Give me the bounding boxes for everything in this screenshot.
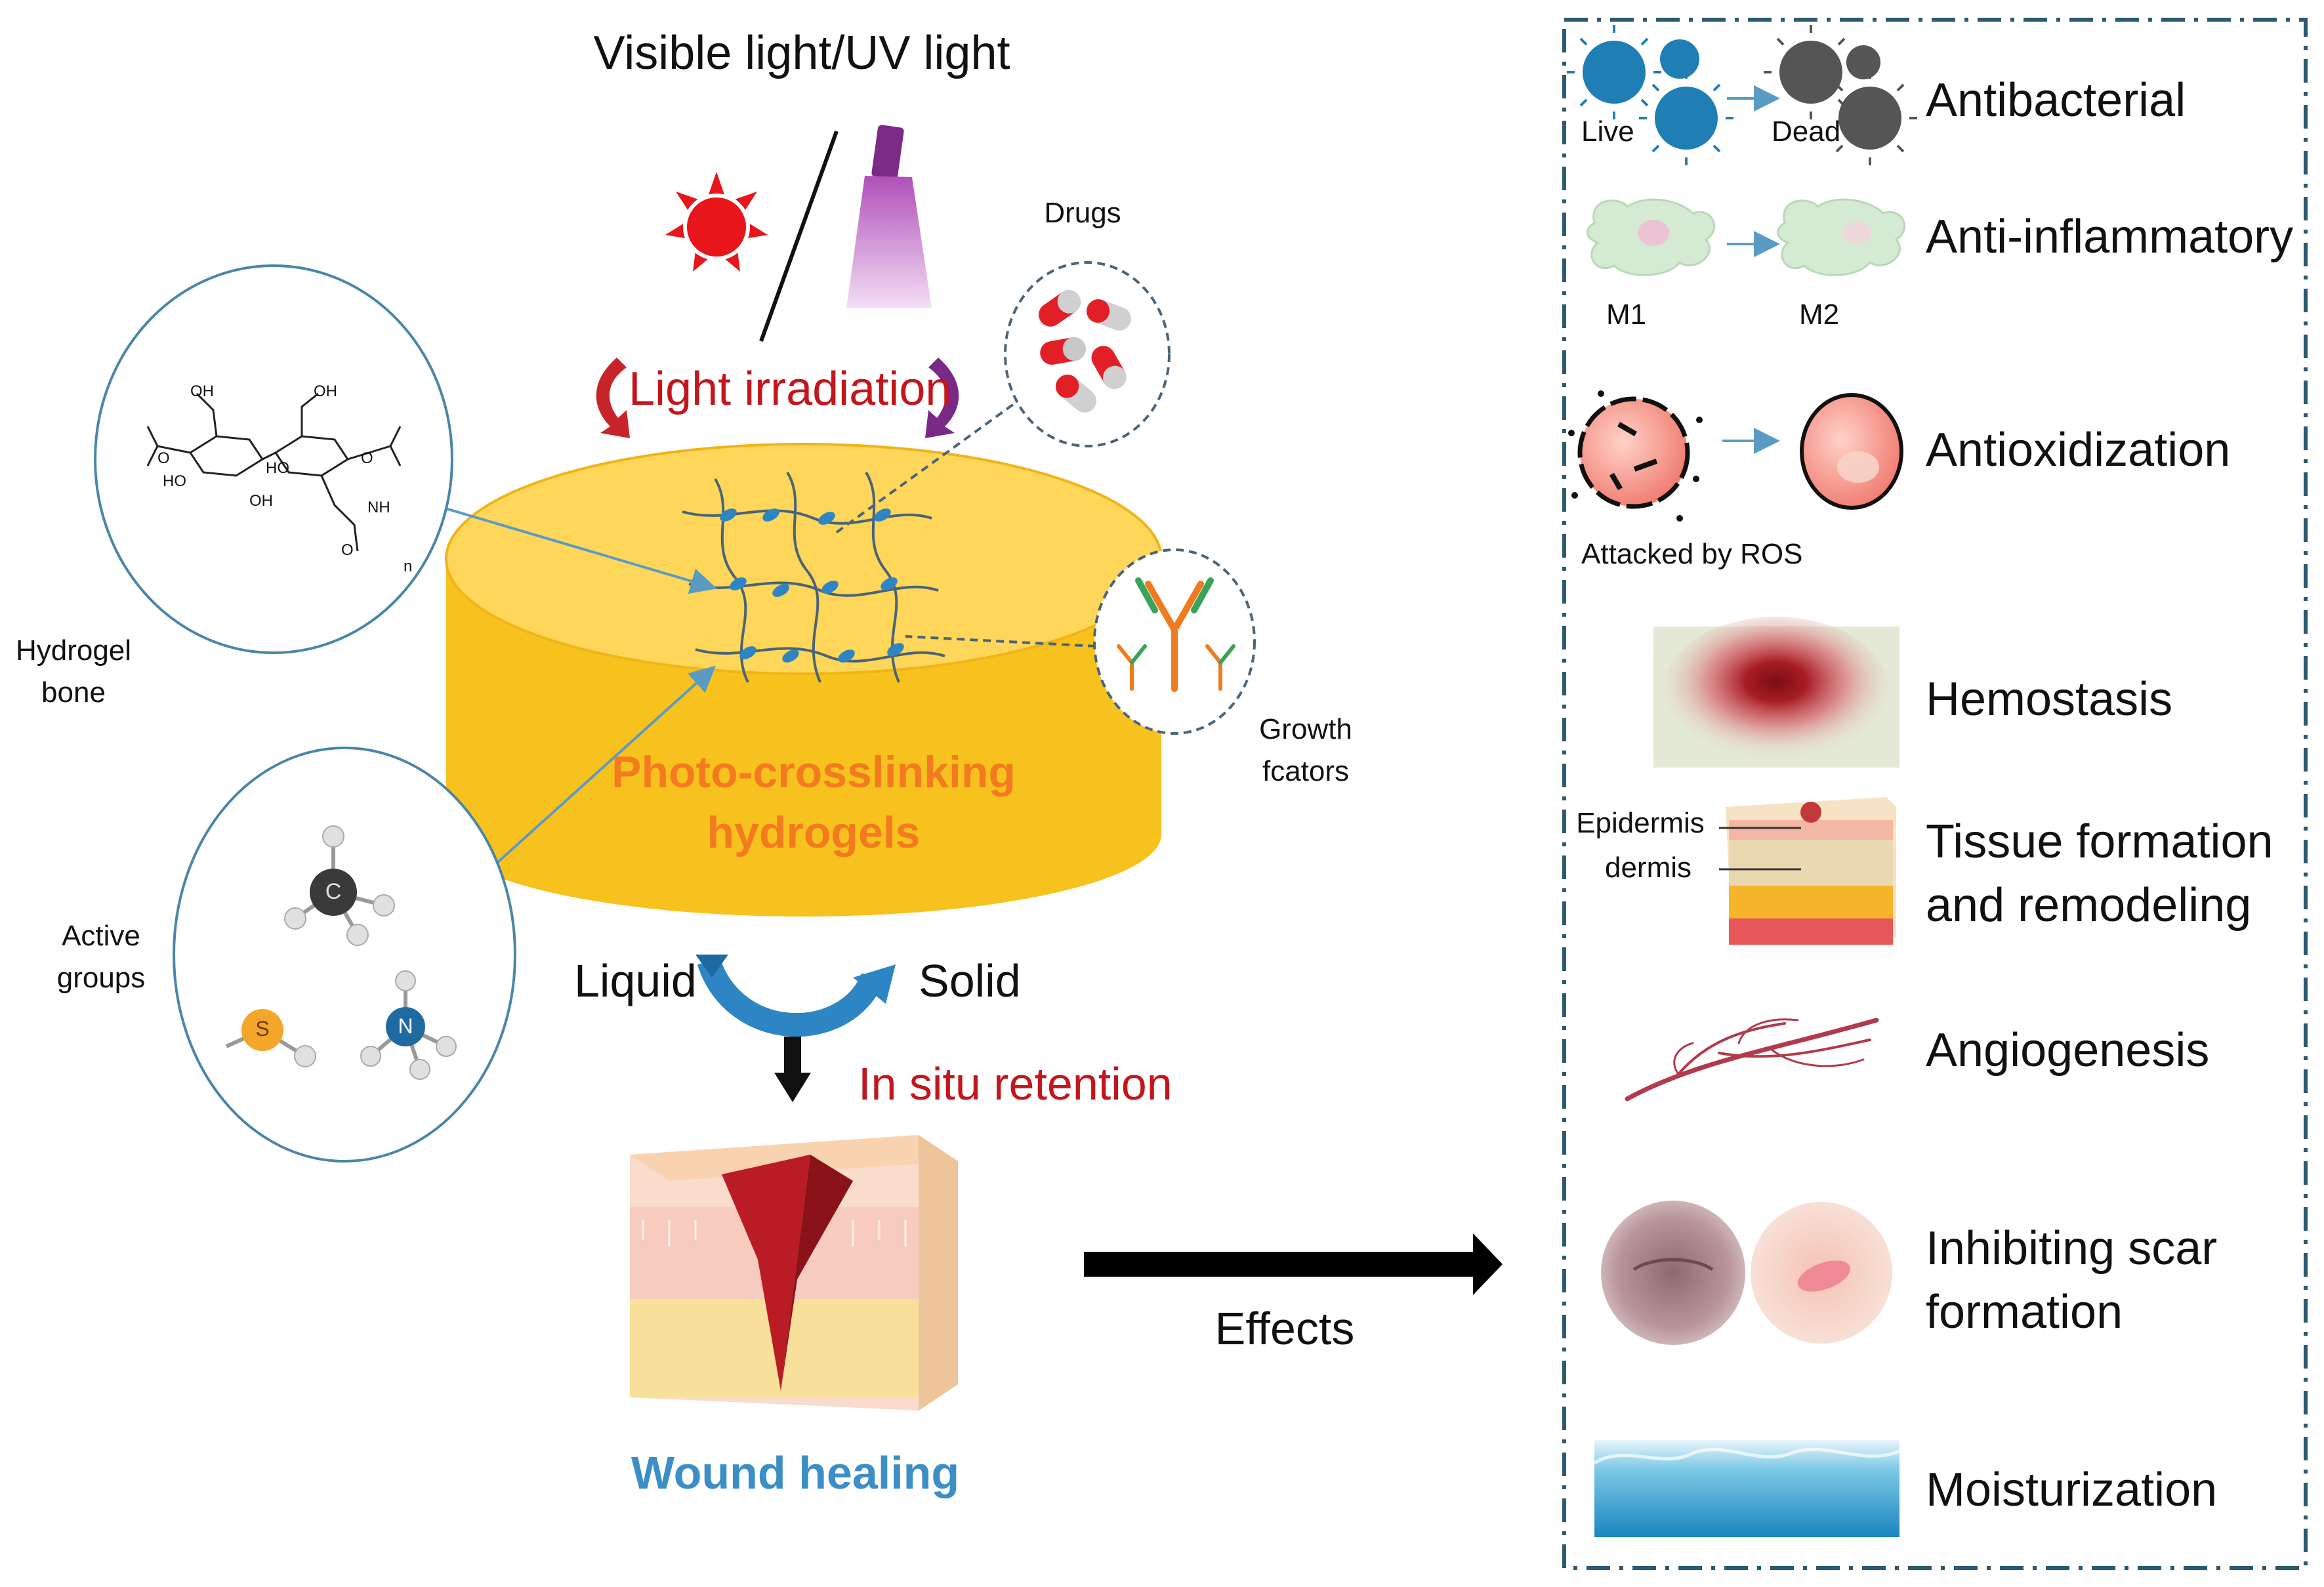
chem-label-o-2: O [361, 449, 373, 467]
inhibiting-scar-label: Inhibiting scar formation [1926, 1222, 2218, 1339]
irradiation-arrow-right [925, 358, 959, 438]
atom-carbon: C [325, 879, 342, 904]
chem-label-oh-1: OH [190, 382, 214, 400]
slash-divider [759, 130, 839, 342]
hyaluronic-acid-structure [146, 392, 402, 552]
down-arrow [774, 1037, 811, 1102]
bacteria-live-icon [1567, 25, 1733, 165]
m2-label: M2 [1799, 299, 1840, 331]
dead-label: Dead [1772, 115, 1841, 148]
crosslink-nodes [720, 508, 904, 663]
capsule-icons [1039, 290, 1131, 413]
methyl-molecule [284, 825, 395, 946]
active-groups-circle [173, 747, 516, 1163]
drugs-label: Drugs [1044, 197, 1121, 229]
uv-torch-icon [846, 125, 932, 308]
chem-label-o-3: O [341, 541, 354, 559]
irradiation-arrow-left [596, 358, 630, 438]
liquid-label: Liquid [574, 955, 697, 1006]
ros-damaged-cell-icon [1568, 390, 1703, 522]
growth-connector [905, 635, 1096, 648]
macrophage-m2-icon [1776, 198, 1905, 276]
chem-label-nh: NH [367, 499, 390, 516]
moisturization-label: Moisturization [1926, 1464, 2218, 1516]
phase-transition-arrow [695, 955, 896, 1037]
hemostasis-label: Hemostasis [1926, 673, 2173, 726]
water-image [1593, 1440, 1900, 1537]
antibody-icon [1117, 577, 1235, 692]
healthy-cell-icon [1800, 393, 1903, 510]
blood-vessels-image [1625, 1018, 1879, 1102]
hydrogel-disk [445, 443, 1163, 917]
solid-label: Solid [919, 955, 1021, 1006]
active-groups-label: Active groups [56, 920, 146, 994]
amine-molecule [360, 970, 457, 1080]
scar-skin-dark-image [1601, 1201, 1745, 1345]
bone-connector [434, 504, 717, 594]
growth-factors-label: Growth fcators [1259, 713, 1352, 787]
tissue-formation-label: Tissue formation and remodeling [1926, 815, 2273, 932]
live-label: Live [1581, 115, 1634, 148]
groups-connector [478, 665, 716, 880]
hydrogel-bone-circle [94, 264, 453, 654]
chem-label-oh-3: OH [249, 492, 273, 510]
chem-label-ho-2: HO [266, 459, 289, 477]
m1-label: M1 [1606, 299, 1647, 331]
skin-layers-image [1719, 797, 1896, 945]
epidermis-label: Epidermis [1576, 807, 1705, 839]
effects-label: Effects [1214, 1303, 1355, 1354]
light-irradiation-label: Light irradiation [629, 363, 952, 415]
dermis-label: dermis [1604, 852, 1692, 884]
chem-label-oh-2: OH [314, 382, 337, 400]
in-situ-label: In situ retention [858, 1058, 1172, 1109]
thiol-molecule [225, 1009, 316, 1067]
chem-label-ho-1: HO [163, 472, 186, 490]
atom-nitrogen: N [398, 1014, 413, 1038]
drugs-circle [1004, 261, 1171, 447]
effects-panel-border [1562, 18, 2308, 1570]
sun-icon [665, 172, 768, 272]
ros-note-label: Attacked by ROS [1581, 538, 1803, 570]
hemostasis-image [1653, 617, 1899, 768]
bacteria-dead-icon [1764, 25, 1917, 165]
angiogenesis-label: Angiogenesis [1926, 1024, 2210, 1077]
anti-inflammatory-label: Anti-inflammatory [1926, 211, 2294, 263]
chem-label-n: n [404, 558, 413, 575]
hydrogel-name-label: Photo-crosslinking hydrogels [612, 747, 1016, 857]
wound-healing-label: Wound healing [631, 1447, 960, 1498]
chem-label-o-1: O [157, 449, 170, 467]
wound-skin-icon [630, 1135, 958, 1411]
effects-arrow [1084, 1233, 1503, 1295]
hydrogel-bone-label: Hydrogel bone [15, 634, 132, 709]
atom-sulfur: S [255, 1017, 270, 1041]
antioxidization-label: Antioxidization [1926, 424, 2231, 476]
macrophage-m1-icon [1586, 198, 1715, 276]
light-source-title: Visible light/UV light [593, 27, 1010, 79]
antibacterial-label: Antibacterial [1926, 74, 2186, 127]
